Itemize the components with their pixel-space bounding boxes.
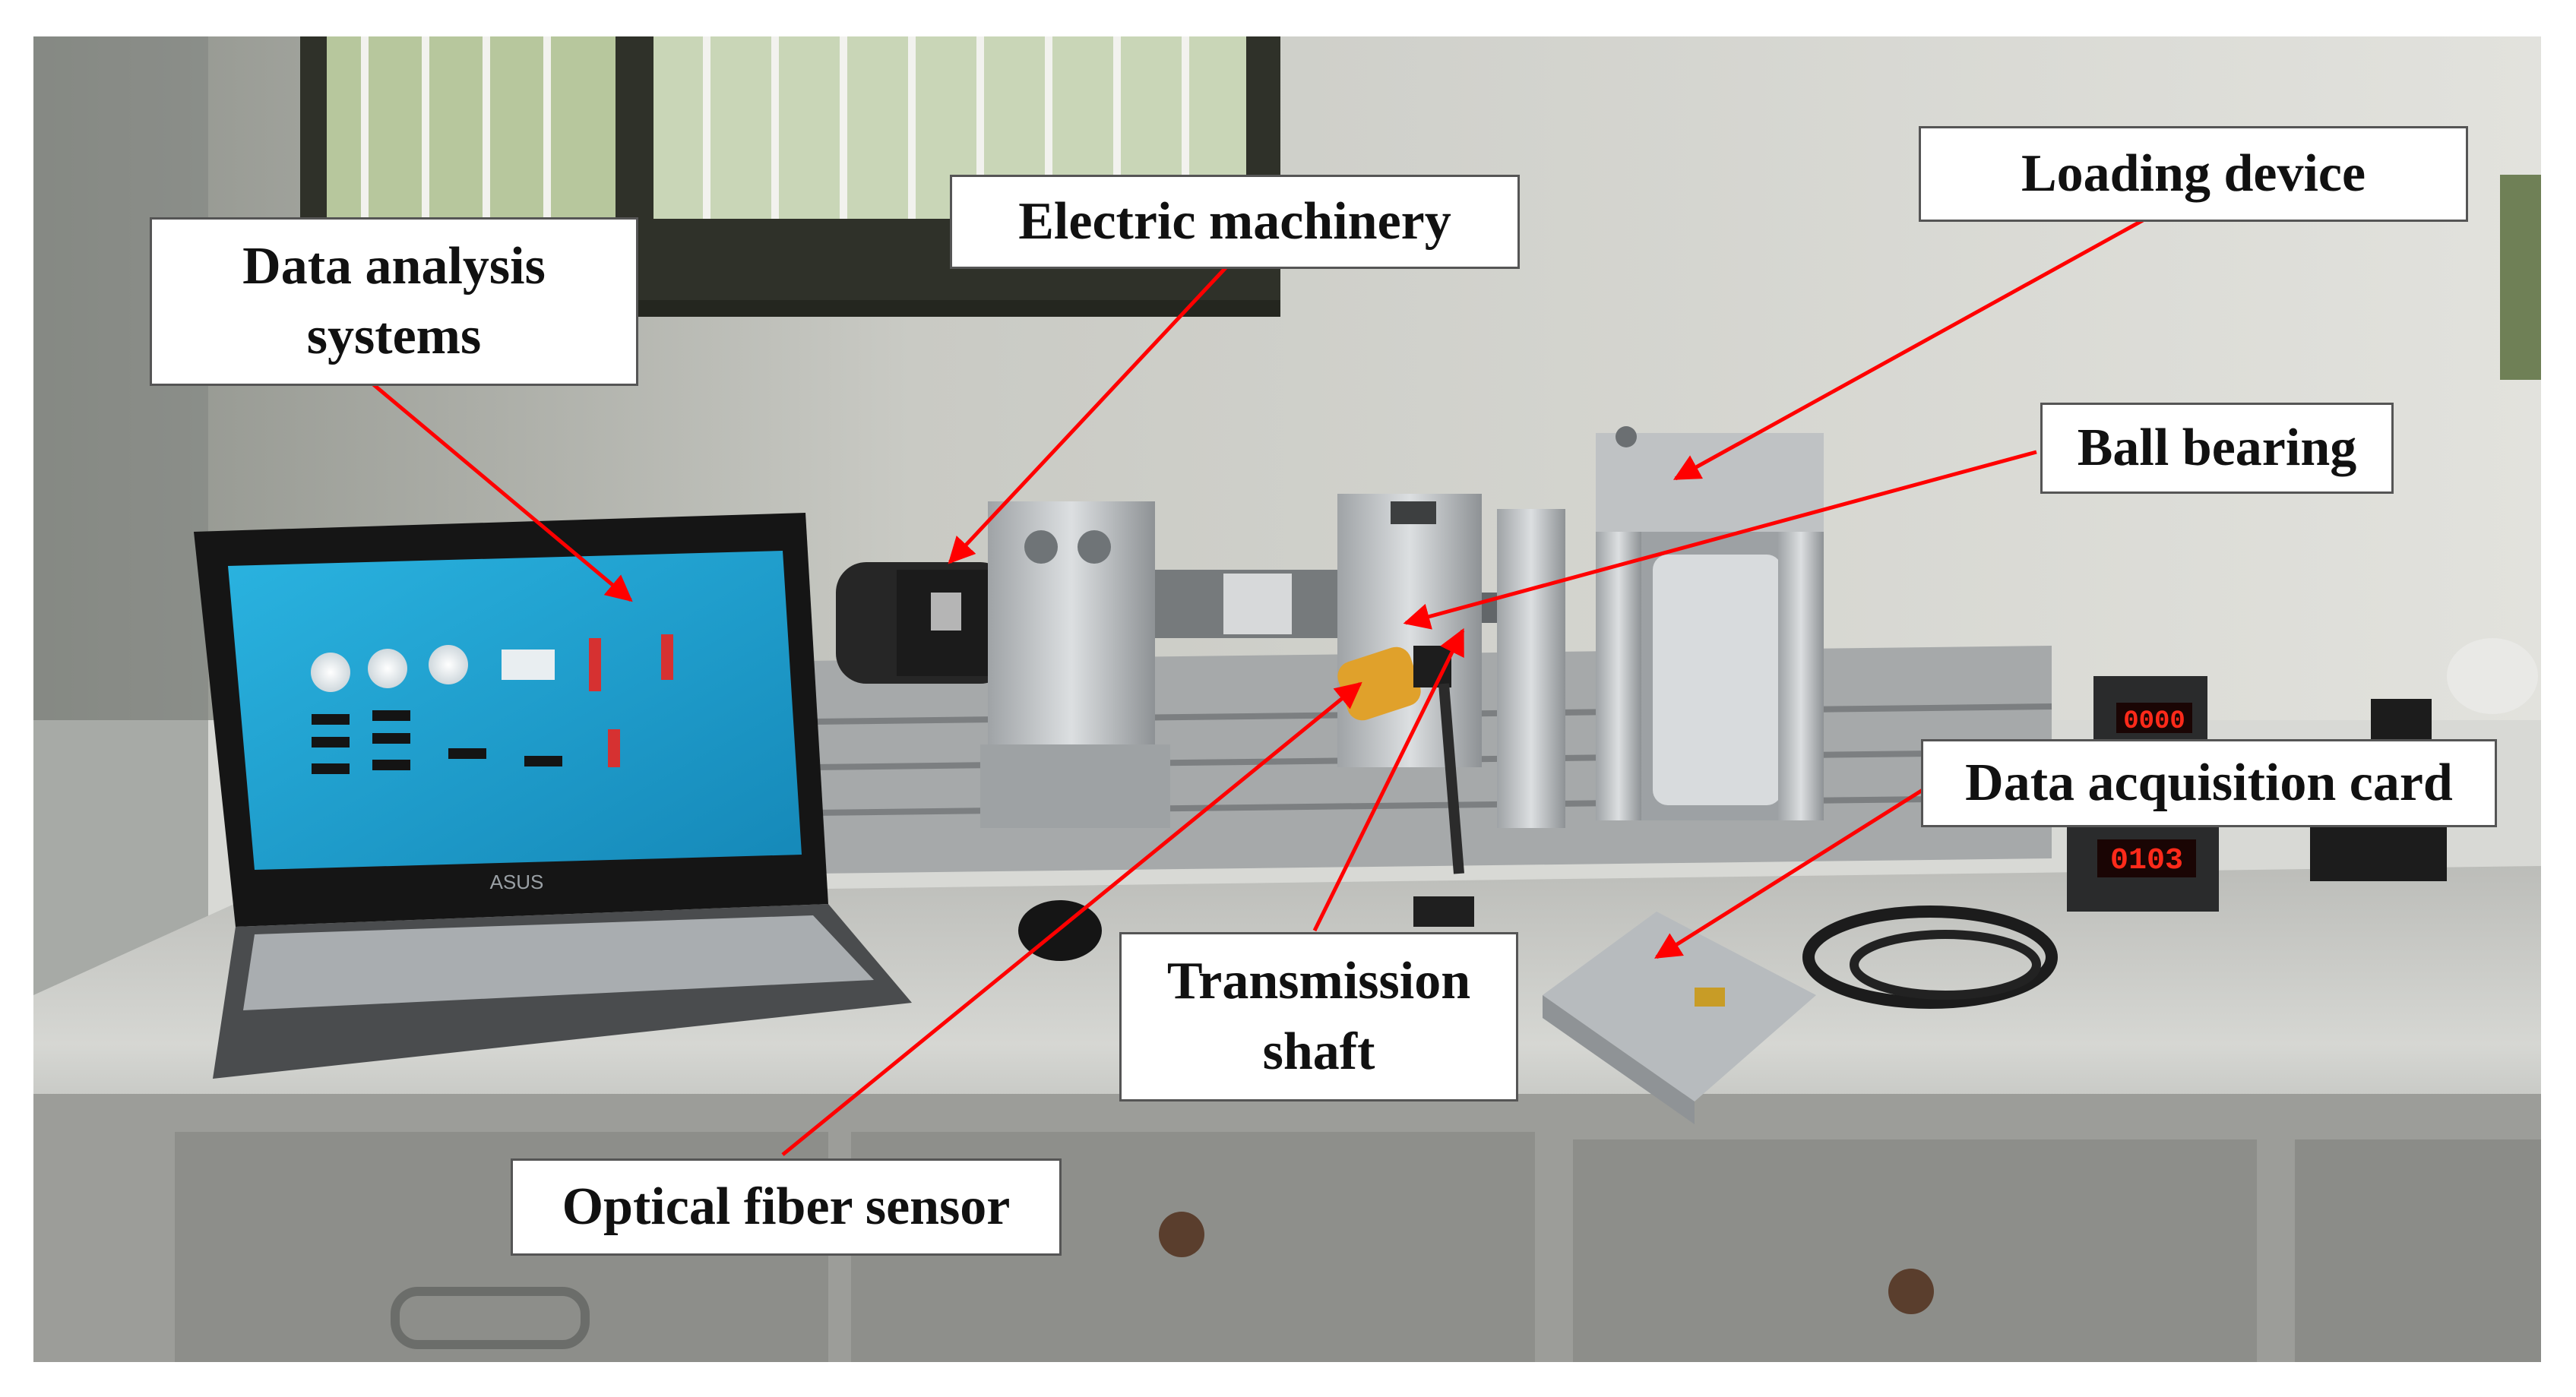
loading-device <box>1596 426 1824 820</box>
label-optical-fiber-sensor: Optical fiber sensor <box>511 1158 1062 1256</box>
arrow-ball-bearing <box>1403 450 2037 630</box>
label-optical-fiber-text: Optical fiber sensor <box>562 1177 1011 1236</box>
meter-lower-readout: 0103 <box>2110 844 2183 878</box>
arrow-transmission-shaft <box>1312 627 1465 932</box>
arrow-loading-device <box>1673 218 2144 481</box>
annotation-arrows <box>371 218 2144 1156</box>
laptop-brand-text: ASUS <box>490 871 544 893</box>
meter-upper-readout: 0000 <box>2123 707 2185 736</box>
arrow-data-acquisition <box>1654 788 1924 959</box>
label-transmission-line1: Transmission <box>1166 952 1471 1011</box>
label-data-analysis-line2: systems <box>306 307 482 365</box>
bearing-housing <box>1337 494 1482 767</box>
label-loading-device: Loading device <box>1919 126 2468 222</box>
digital-meter-lower: 0103 <box>2067 813 2219 912</box>
arrow-optical-fiber <box>781 681 1362 1156</box>
label-data-analysis-systems: Data analysis systems <box>150 217 638 386</box>
label-electric-machinery-text: Electric machinery <box>1018 191 1451 251</box>
support-plate <box>1497 509 1565 828</box>
laptop-screen <box>228 551 802 870</box>
label-data-acquisition-card: Data acquisition card <box>1921 739 2497 827</box>
arrow-data-analysis <box>371 382 633 602</box>
cable-coil <box>1802 906 2058 1009</box>
label-transmission-shaft: Transmission shaft <box>1119 932 1518 1101</box>
arrow-electric-machinery <box>948 261 1233 564</box>
label-transmission-line2: shaft <box>1262 1022 1375 1081</box>
label-data-acquisition-text: Data acquisition card <box>1965 753 2453 812</box>
label-loading-device-text: Loading device <box>2021 144 2366 203</box>
label-ball-bearing-text: Ball bearing <box>2077 418 2357 477</box>
power-supply <box>1543 912 1816 1101</box>
label-data-analysis-line1: Data analysis <box>242 236 546 296</box>
label-ball-bearing: Ball bearing <box>2040 403 2394 494</box>
label-electric-machinery: Electric machinery <box>950 175 1520 269</box>
laptop <box>194 513 912 1079</box>
